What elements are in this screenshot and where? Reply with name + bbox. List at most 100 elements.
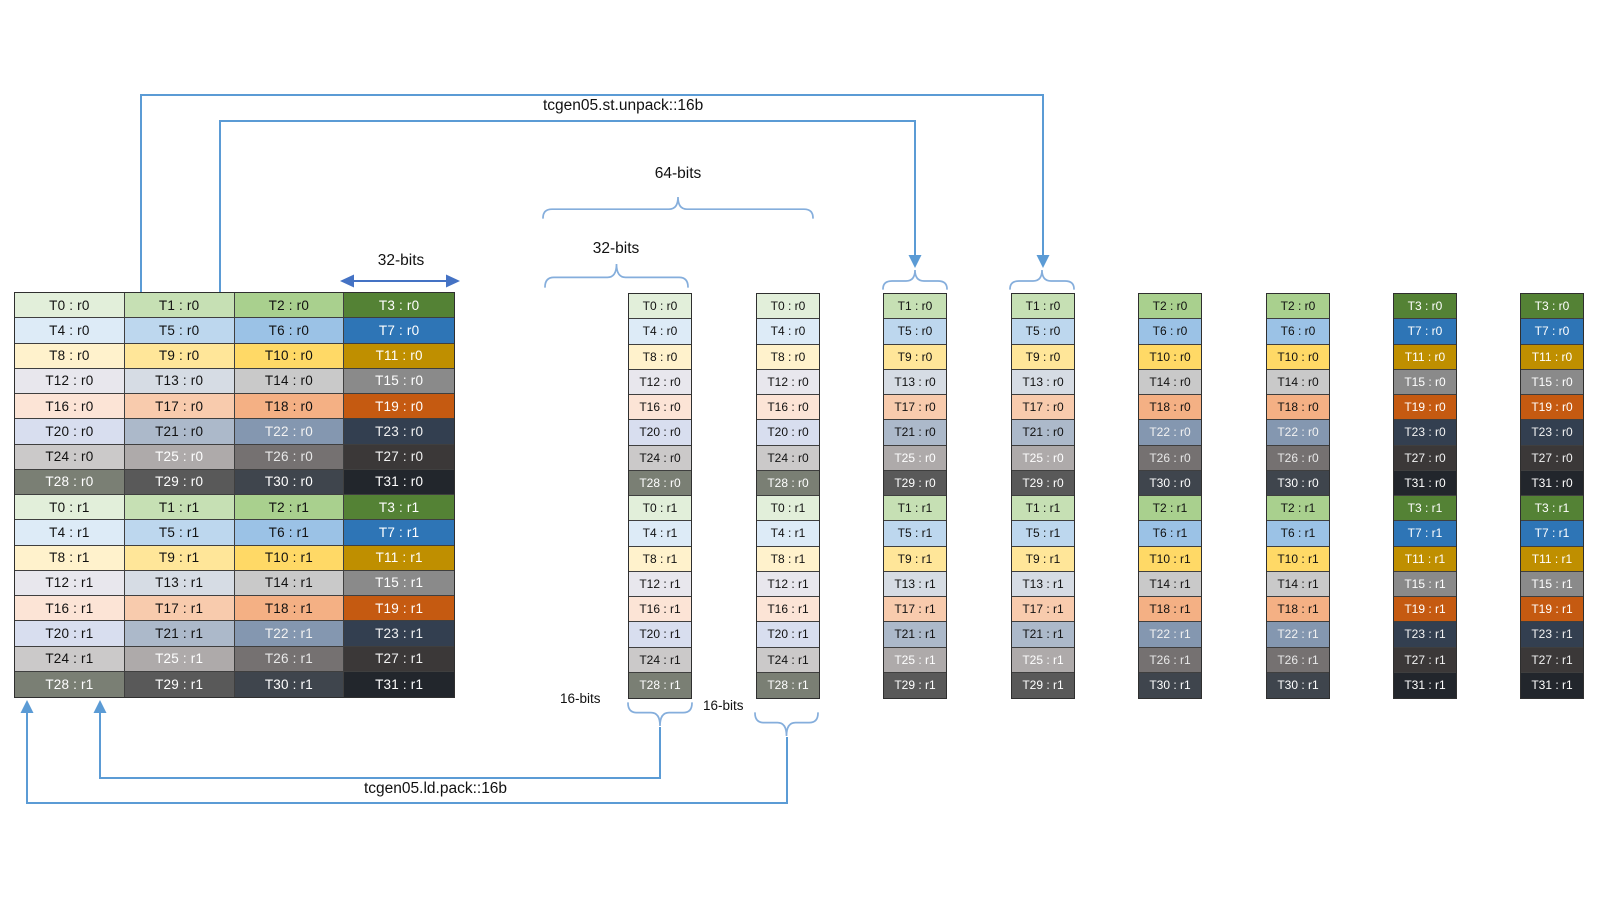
strip1-cell-T4-r0: T4 : r0 bbox=[629, 319, 691, 345]
strip5-cell-T26-r0: T26 : r0 bbox=[1139, 445, 1201, 471]
strip5-cell-T6-r1: T6 : r1 bbox=[1139, 521, 1201, 547]
grid-cell-T23-r0: T23 : r0 bbox=[344, 419, 454, 445]
strip2-cell-T8-r0: T8 : r0 bbox=[757, 344, 819, 370]
grid-cell-T22-r0: T22 : r0 bbox=[234, 419, 345, 445]
grid-cell-T16-r1: T16 : r1 bbox=[15, 596, 125, 622]
grid-cell-T9-r1: T9 : r1 bbox=[124, 545, 235, 571]
grid-cell-T28-r0: T28 : r0 bbox=[15, 469, 125, 495]
brace-64-bits bbox=[542, 196, 814, 219]
grid-cell-T25-r1: T25 : r1 bbox=[124, 646, 235, 672]
strip5-cell-T10-r1: T10 : r1 bbox=[1139, 546, 1201, 572]
strip2-cell-T4-r0: T4 : r0 bbox=[757, 319, 819, 345]
strip3-cell-T25-r1: T25 : r1 bbox=[884, 647, 946, 673]
grid-cell-T8-r1: T8 : r1 bbox=[15, 545, 125, 571]
grid-cell-T19-r1: T19 : r1 bbox=[344, 596, 454, 622]
strip5-cell-T26-r1: T26 : r1 bbox=[1139, 647, 1201, 673]
strip4-cell-T17-r0: T17 : r0 bbox=[1012, 395, 1074, 421]
strip1-cell-T4-r1: T4 : r1 bbox=[629, 521, 691, 547]
grid-cell-T14-r0: T14 : r0 bbox=[234, 368, 345, 394]
grid-cell-T14-r1: T14 : r1 bbox=[234, 570, 345, 596]
grid-cell-T31-r0: T31 : r0 bbox=[344, 469, 454, 495]
grid-cell-T13-r0: T13 : r0 bbox=[124, 368, 235, 394]
label-64-bits: 64-bits bbox=[654, 165, 702, 182]
strip2-cell-T20-r1: T20 : r1 bbox=[757, 622, 819, 648]
strip4-cell-T1-r0: T1 : r0 bbox=[1012, 294, 1074, 320]
strip8-cell-T27-r1: T27 : r1 bbox=[1521, 647, 1583, 673]
strip6-cell-T30-r0: T30 : r0 bbox=[1267, 470, 1329, 496]
grid-cell-T1-r1: T1 : r1 bbox=[124, 495, 235, 521]
strip4-cell-T5-r1: T5 : r1 bbox=[1012, 521, 1074, 547]
strip4-cell-T29-r1: T29 : r1 bbox=[1012, 672, 1074, 698]
strip8-cell-T15-r0: T15 : r0 bbox=[1521, 369, 1583, 395]
grid-cell-T15-r0: T15 : r0 bbox=[344, 368, 454, 394]
grid-cell-T3-r0: T3 : r0 bbox=[344, 293, 454, 319]
strip4-cell-T17-r1: T17 : r1 bbox=[1012, 597, 1074, 623]
strip4-cell-T1-r1: T1 : r1 bbox=[1012, 496, 1074, 522]
grid-cell-T10-r1: T10 : r1 bbox=[234, 545, 345, 571]
strip6-cell-T30-r1: T30 : r1 bbox=[1267, 672, 1329, 698]
strip8-cell-T7-r1: T7 : r1 bbox=[1521, 521, 1583, 547]
strip8-cell-T15-r1: T15 : r1 bbox=[1521, 571, 1583, 597]
strip6-cell-T22-r0: T22 : r0 bbox=[1267, 420, 1329, 446]
grid-cell-T7-r1: T7 : r1 bbox=[344, 520, 454, 546]
strip5-cell-T18-r0: T18 : r0 bbox=[1139, 395, 1201, 421]
grid-cell-T2-r0: T2 : r0 bbox=[234, 293, 345, 319]
strip8-cell-T31-r0: T31 : r0 bbox=[1521, 470, 1583, 496]
strip5-cell-T18-r1: T18 : r1 bbox=[1139, 597, 1201, 623]
strip6-cell-T22-r1: T22 : r1 bbox=[1267, 622, 1329, 648]
grid-cell-T3-r1: T3 : r1 bbox=[344, 495, 454, 521]
strip6-cell-T18-r1: T18 : r1 bbox=[1267, 597, 1329, 623]
st-unpack-arrowhead-inner bbox=[908, 255, 922, 268]
strip7-cell-T27-r1: T27 : r1 bbox=[1394, 647, 1456, 673]
strip7-cell-T15-r1: T15 : r1 bbox=[1394, 571, 1456, 597]
strip5-cell-T22-r1: T22 : r1 bbox=[1139, 622, 1201, 648]
grid-cell-T27-r1: T27 : r1 bbox=[344, 646, 454, 672]
strip4-cell-T5-r0: T5 : r0 bbox=[1012, 319, 1074, 345]
strip1-cell-T24-r1: T24 : r1 bbox=[629, 647, 691, 673]
strip8-cell-T27-r0: T27 : r0 bbox=[1521, 445, 1583, 471]
strip1-cell-T0-r0: T0 : r0 bbox=[629, 294, 691, 320]
grid-cell-T23-r1: T23 : r1 bbox=[344, 621, 454, 647]
strip7-cell-T27-r0: T27 : r0 bbox=[1394, 445, 1456, 471]
strip5-cell-T10-r0: T10 : r0 bbox=[1139, 344, 1201, 370]
strip3-cell-T9-r0: T9 : r0 bbox=[884, 344, 946, 370]
strip6-cell-T14-r1: T14 : r1 bbox=[1267, 571, 1329, 597]
strip6-cell-T10-r1: T10 : r1 bbox=[1267, 546, 1329, 572]
strip3-cell-T9-r1: T9 : r1 bbox=[884, 546, 946, 572]
st-unpack-connector-outer bbox=[140, 94, 1044, 292]
brace-strip2-bottom bbox=[754, 712, 819, 737]
strip2-cell-T0-r0: T0 : r0 bbox=[757, 294, 819, 320]
strip8-cell-T11-r1: T11 : r1 bbox=[1521, 546, 1583, 572]
grid-cell-T19-r0: T19 : r0 bbox=[344, 394, 454, 420]
strip6-cell-T14-r0: T14 : r0 bbox=[1267, 369, 1329, 395]
strip6-cell-T10-r0: T10 : r0 bbox=[1267, 344, 1329, 370]
strip3-cell-T17-r0: T17 : r0 bbox=[884, 395, 946, 421]
ld-pack-label: tcgen05.ld.pack::16b bbox=[364, 780, 508, 797]
grid-cell-T13-r1: T13 : r1 bbox=[124, 570, 235, 596]
strip2-cell-T24-r1: T24 : r1 bbox=[757, 647, 819, 673]
grid-cell-T0-r0: T0 : r0 bbox=[15, 293, 125, 319]
grid-cell-T5-r0: T5 : r0 bbox=[124, 318, 235, 344]
grid-cell-T17-r0: T17 : r0 bbox=[124, 394, 235, 420]
strip2-cell-T28-r0: T28 : r0 bbox=[757, 470, 819, 496]
grid-cell-T27-r0: T27 : r0 bbox=[344, 444, 454, 470]
grid-cell-T10-r0: T10 : r0 bbox=[234, 343, 345, 369]
strip7-cell-T19-r0: T19 : r0 bbox=[1394, 395, 1456, 421]
grid-cell-T4-r0: T4 : r0 bbox=[15, 318, 125, 344]
strip5-cell-T22-r0: T22 : r0 bbox=[1139, 420, 1201, 446]
label-16-bits-1: 16-bits bbox=[560, 691, 601, 706]
strip4-cell-T9-r1: T9 : r1 bbox=[1012, 546, 1074, 572]
grid-cell-T12-r1: T12 : r1 bbox=[15, 570, 125, 596]
brace-strip3-top bbox=[882, 269, 948, 290]
grid-cell-T6-r1: T6 : r1 bbox=[234, 520, 345, 546]
strip4-cell-T21-r1: T21 : r1 bbox=[1012, 622, 1074, 648]
strip2-cell-T4-r1: T4 : r1 bbox=[757, 521, 819, 547]
grid-cell-T4-r1: T4 : r1 bbox=[15, 520, 125, 546]
grid-cell-T6-r0: T6 : r0 bbox=[234, 318, 345, 344]
strip8-cell-T23-r0: T23 : r0 bbox=[1521, 420, 1583, 446]
strip7-cell-T23-r1: T23 : r1 bbox=[1394, 622, 1456, 648]
